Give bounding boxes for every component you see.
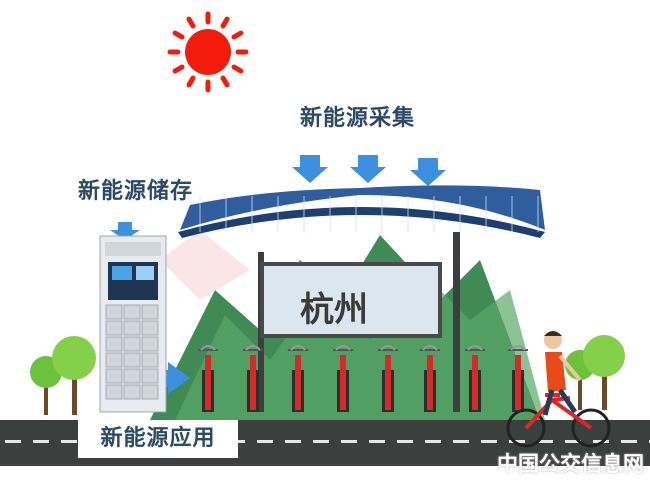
road-dash (33, 440, 49, 443)
sun-icon (167, 11, 249, 93)
bike-basket (290, 345, 306, 351)
bike-basket (245, 345, 261, 351)
bike (250, 355, 256, 410)
bike (385, 355, 391, 410)
bike (205, 355, 211, 410)
road-dash (453, 440, 469, 443)
bike-basket (200, 345, 216, 351)
bike-rack (198, 345, 528, 412)
locker-door (141, 368, 159, 384)
sun-ray (231, 64, 244, 74)
energy-storage-kiosk (99, 235, 167, 413)
cyclist (506, 331, 611, 448)
locker-door (105, 384, 123, 400)
sun-ray (220, 16, 230, 29)
locker-door (123, 352, 141, 368)
locker-door (141, 304, 159, 320)
arrow-down-icon (292, 155, 328, 183)
road-dash (397, 440, 413, 443)
locker-door (123, 368, 141, 384)
locker-door (141, 352, 159, 368)
locker-door (123, 336, 141, 352)
bike-basket (335, 345, 351, 351)
bike (340, 355, 346, 410)
road-dash (481, 440, 497, 443)
locker-door (105, 304, 123, 320)
road-dash (341, 440, 357, 443)
locker-door (141, 384, 159, 400)
sun-ray (186, 75, 196, 88)
sun-ray (231, 30, 244, 40)
bike (295, 355, 301, 410)
sun-ray (186, 16, 196, 29)
road-dash (313, 440, 329, 443)
arrow-down-icon (110, 222, 140, 240)
arrow-down-icon (410, 158, 446, 186)
billboard (260, 262, 442, 338)
label-energy-storage: 新能源储存 (78, 179, 194, 204)
road-dash (5, 440, 21, 443)
road-dash (565, 440, 581, 443)
sun-ray (172, 64, 185, 74)
locker-door (141, 336, 159, 352)
road-dash (537, 440, 553, 443)
locker-door (105, 320, 123, 336)
locker-door (105, 368, 123, 384)
road-dash (509, 440, 525, 443)
locker-door (123, 304, 141, 320)
bike-basket (380, 345, 396, 351)
locker-door (141, 320, 159, 336)
sun-ray (172, 30, 185, 40)
road-dash (369, 440, 385, 443)
bike-basket (467, 345, 483, 351)
billboard-city-text: 杭州 (300, 290, 368, 330)
road-dash (425, 440, 441, 443)
label-energy-collection: 新能源采集 (300, 106, 416, 131)
label-energy-application: 新能源应用 (78, 420, 238, 458)
road-dash (61, 440, 77, 443)
road-dash (257, 440, 273, 443)
bike (472, 355, 478, 410)
bike (515, 355, 521, 410)
bike-basket (510, 345, 526, 351)
locker-door (123, 384, 141, 400)
locker-door (123, 320, 141, 336)
bike (427, 355, 433, 410)
arrow-down-icon (350, 155, 386, 183)
road-dash (285, 440, 301, 443)
watermark: 中国公交信息网 (497, 452, 644, 476)
locker-door (105, 352, 123, 368)
bike-basket (422, 345, 438, 351)
locker-door (105, 336, 123, 352)
sun-ray (220, 75, 230, 88)
road-dash (621, 440, 637, 443)
